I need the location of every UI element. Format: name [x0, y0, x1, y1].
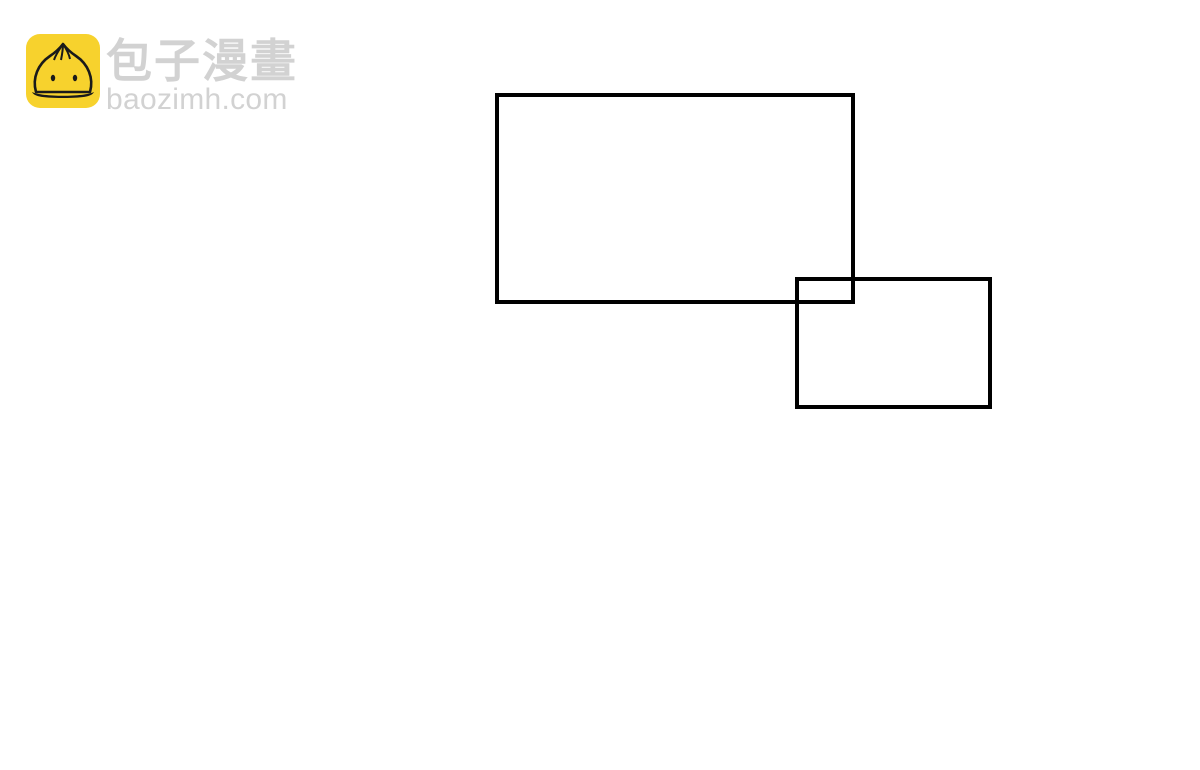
site-watermark: 包子漫畫 baozimh.com — [26, 34, 298, 116]
brand-name: 包子漫畫 — [106, 34, 298, 88]
brand-text: 包子漫畫 baozimh.com — [106, 34, 298, 116]
brand-url: baozimh.com — [106, 83, 288, 116]
panel-rectangle-small — [795, 277, 992, 409]
panel-rectangle-large — [495, 93, 855, 304]
steamed-bun-logo-icon — [26, 34, 100, 108]
